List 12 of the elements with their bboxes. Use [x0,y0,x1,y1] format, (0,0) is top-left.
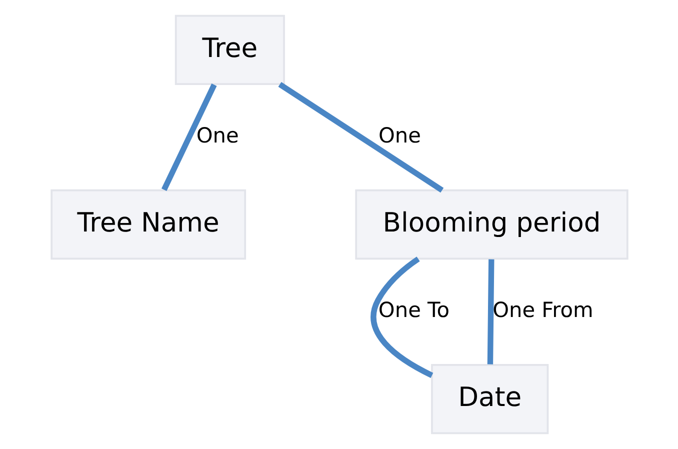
node-box: Tree Name [50,189,246,260]
connector [278,82,444,193]
connector [370,256,433,378]
edge-label: One To [378,298,449,322]
connector [486,259,494,364]
connector [160,84,216,192]
edge-label: One [196,124,238,148]
node-box: Tree [174,14,284,86]
node-box: Blooming period [354,189,628,260]
edge-label: One From [492,298,593,322]
edge-label: One [378,124,420,148]
node-box: Date [430,364,548,434]
